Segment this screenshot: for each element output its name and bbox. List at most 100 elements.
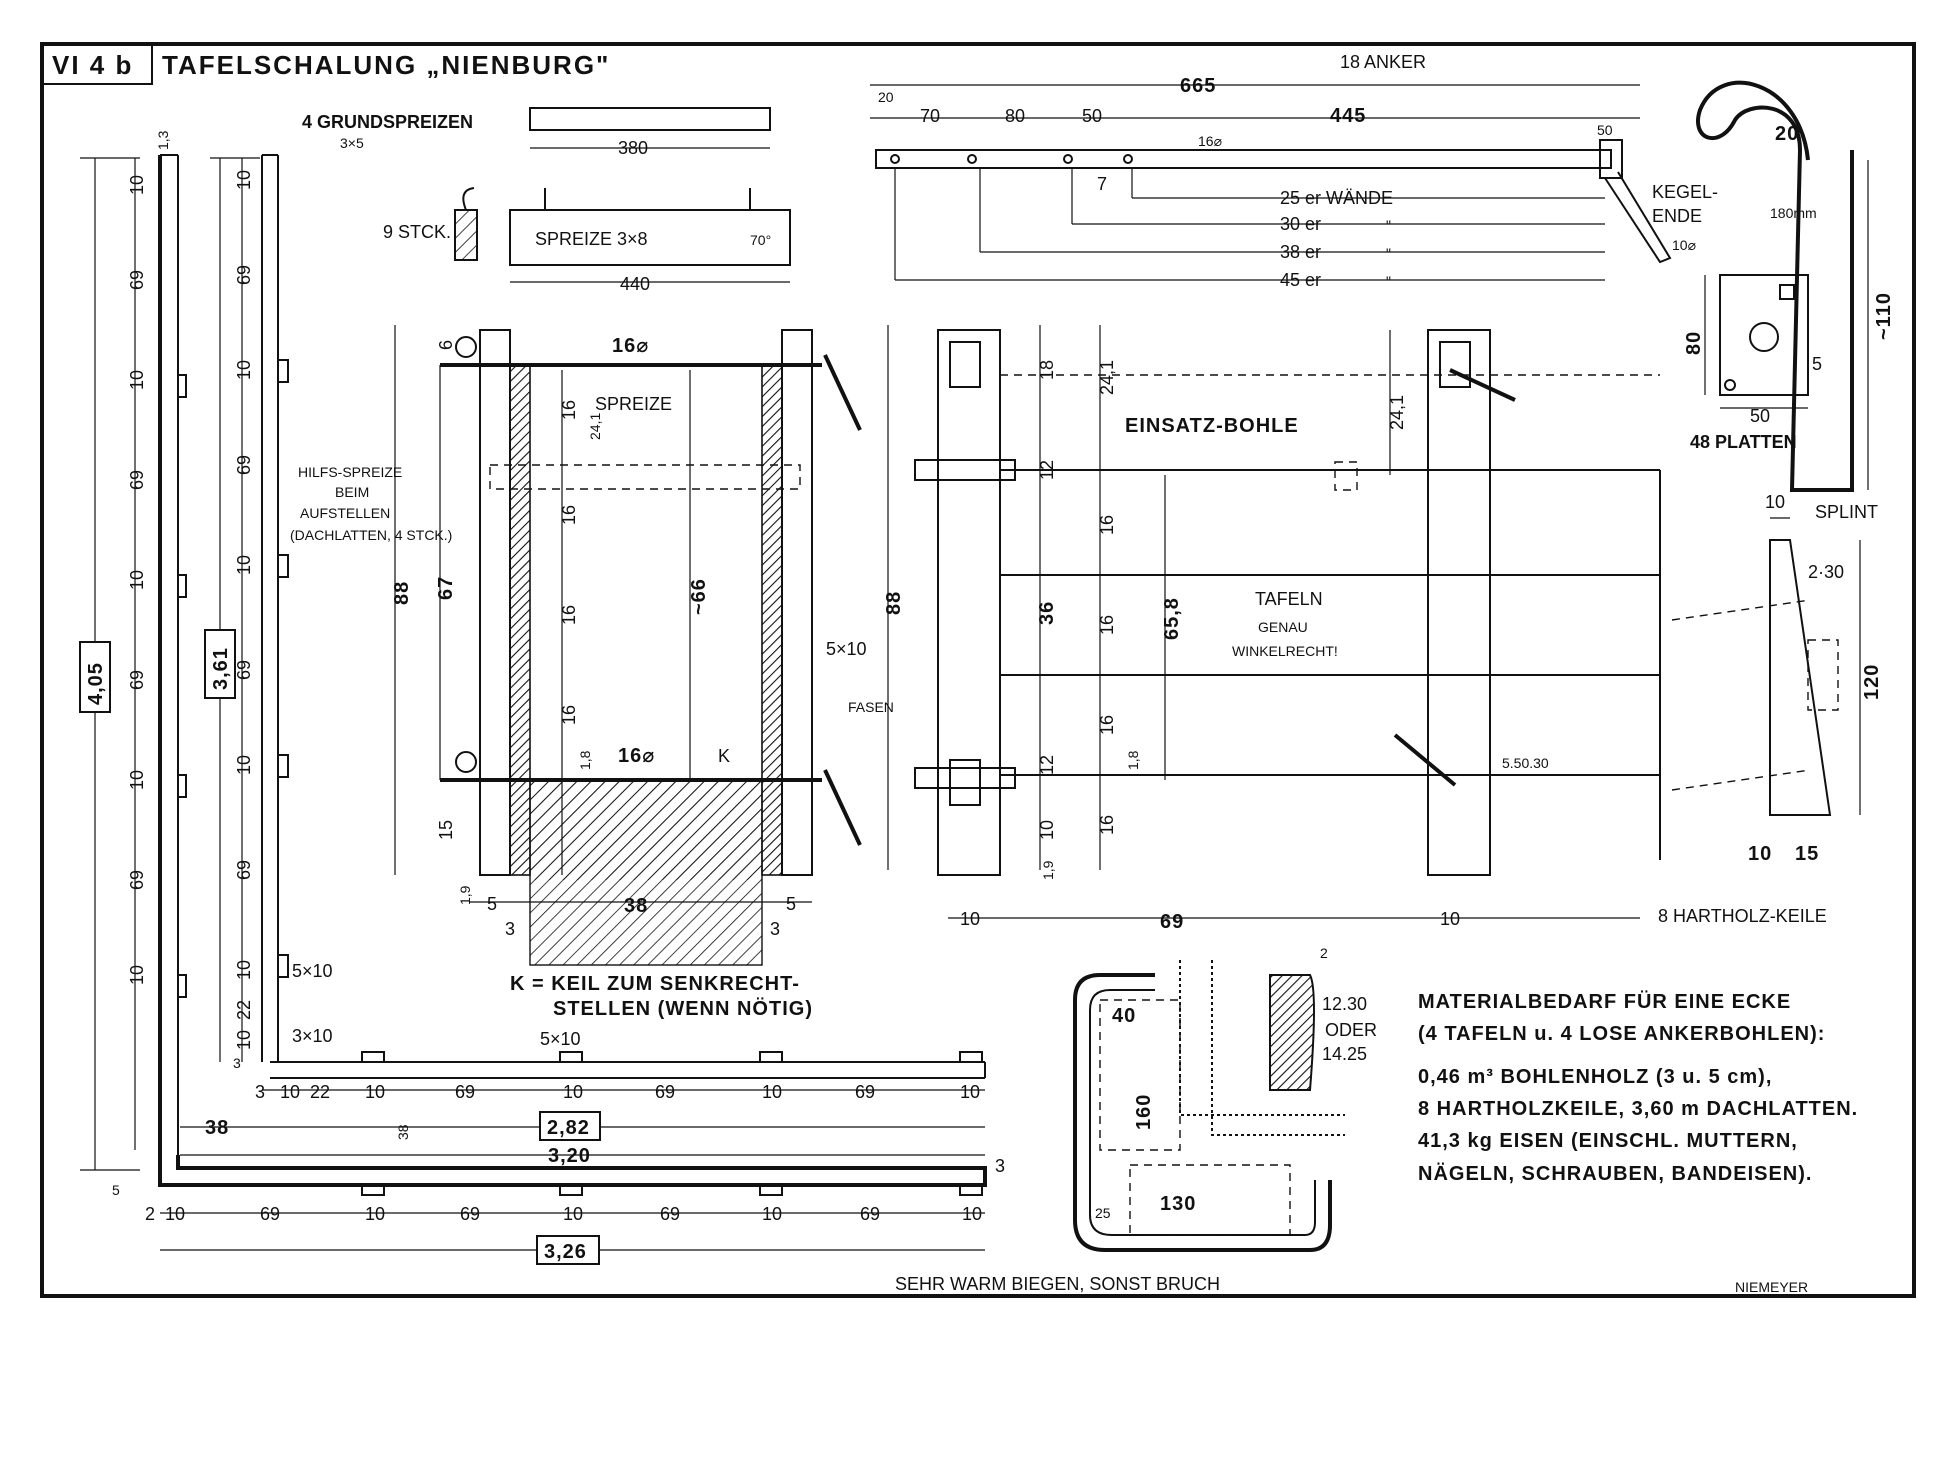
title-block: VI 4 b TAFELSCHALUNG „NIENBURG" [41,43,610,85]
wedge-height: 120 [1861,664,1883,700]
plan-326: 3,26 [544,1241,587,1263]
kegel-dia: 10⌀ [1672,237,1697,253]
left-seg-4: 10 [127,570,147,590]
side-h18b: 1,8 [1125,750,1141,770]
side-h36: 36 [1036,601,1058,625]
plan-r1-2: 22 [310,1082,330,1102]
ende-label: ENDE [1652,206,1702,226]
side-h241a: 24,1 [1097,360,1117,395]
plan-r2-7: 10 [762,1204,782,1224]
front-w3l: 3 [505,919,515,939]
grundspreizen-length: 380 [618,138,648,158]
bend-d2: 2 [1320,945,1328,961]
side-view: EINSATZ-BOHLE TAFELN GENAU WINKELRECHT! … [848,325,1661,933]
second-panel-3x10: 3×10 [292,1026,333,1046]
tafeln-2: GENAU [1258,619,1308,635]
left-seg-3: 69 [127,470,147,490]
side-h12: 12 [1037,460,1057,480]
plan-r2-9: 10 [962,1204,982,1224]
side-h16b: 16 [1097,615,1117,635]
side-h241b: 24,1 [1387,395,1407,430]
grundspreizen-label: 4 GRUNDSPREIZEN [302,112,473,132]
hilfs-3: AUFSTELLEN [300,505,390,521]
plan-r2-6: 69 [660,1204,680,1224]
fasen-label: FASEN [848,699,894,715]
bend-oder: ODER [1325,1020,1377,1040]
sec-seg-5: 69 [234,660,254,680]
anchor-d50: 50 [1082,106,1102,126]
plan-r2-0: 2 [145,1204,155,1224]
anchor-rod-detail: 18 ANKER 665 20 70 80 50 445 50 16⌀ 7 25… [870,52,1718,290]
anchor-start: 20 [878,89,894,105]
anchor-total: 665 [1180,75,1216,97]
plan-view: 5×10 3 10 22 10 69 10 69 10 69 10 38 2,8… [112,1029,1005,1265]
front-w5l: 5 [487,894,497,914]
plan-r2-8: 69 [860,1204,880,1224]
sec-seg-7: 69 [234,860,254,880]
einsatz-label: EINSATZ-BOHLE [1125,415,1299,437]
bend-1425: 14.25 [1322,1044,1367,1064]
anchor-wall-30: 30 er [1280,214,1321,234]
side-d10b: 10 [1440,909,1460,929]
left-seg-2: 10 [127,370,147,390]
keil-line-2: STELLEN (WENN NÖTIG) [553,997,813,1020]
front-side: 5×10 [826,639,867,659]
front-h67: 67 [435,576,457,600]
ditto-3: " [1386,273,1391,289]
front-h241: 24,1 [587,413,603,440]
kegel-label: KEGEL- [1652,182,1718,202]
spreize-angle: 70° [750,232,771,248]
wedge-detail: 10 2·30 120 10 15 8 HARTHOLZ-KEILE [1658,492,1883,926]
side-d10a: 10 [960,909,980,929]
front-w38: 38 [624,895,648,917]
plate-height: 80 [1683,331,1705,355]
spreize-length: 440 [620,274,650,294]
plan-r1-3: 10 [365,1082,385,1102]
side-d69: 69 [1160,911,1184,933]
front-spreize: SPREIZE [595,394,672,414]
front-h18: 1,8 [577,750,593,770]
left-seg-7: 69 [127,870,147,890]
signature: NIEMEYER [1735,1279,1808,1295]
hilfs-1: HILFS-SPREIZE [298,464,402,480]
hilfs-2: BEIM [335,484,369,500]
anchor-d70: 70 [920,106,940,126]
plan-r1-7: 10 [762,1082,782,1102]
bend-d130: 130 [1160,1193,1196,1215]
plan-38: 38 [205,1117,229,1139]
side-h16c: 16 [1097,715,1117,735]
front-h16c: 16 [559,605,579,625]
left-panel-elevation: 4,05 1,3 10 69 10 69 10 69 10 69 10 [79,130,187,1171]
plan-r1-6: 69 [655,1082,675,1102]
plan-5: 5 [112,1182,120,1198]
sec-seg-1: 69 [234,265,254,285]
bend-d25: 25 [1095,1205,1111,1221]
wedge-b2: 15 [1795,843,1819,865]
ditto-2: " [1386,245,1391,261]
front-k: K [718,746,730,766]
material-line-5: 41,3 kg EISEN (EINSCHL. MUTTERN, [1418,1130,1798,1152]
anchor-gap: 7 [1097,174,1107,194]
front-h15: 15 [436,820,456,840]
plate-thickness: 5 [1812,354,1822,374]
spreize-label: SPREIZE 3×8 [535,229,648,249]
plan-320: 3,20 [548,1145,591,1167]
tafeln-3: WINKELRECHT! [1232,643,1338,659]
grundspreizen-size: 3×5 [340,135,364,151]
side-h10: 10 [1037,820,1057,840]
material-line-1: MATERIALBEDARF FÜR EINE ECKE [1418,990,1791,1013]
stck-label: 9 STCK. [383,222,451,242]
front-w3r: 3 [770,919,780,939]
plan-r1-1: 10 [280,1082,300,1102]
front-w5r: 5 [786,894,796,914]
drawing-title: TAFELSCHALUNG „NIENBURG" [162,50,610,80]
plate-label: 48 PLATTEN [1690,432,1797,452]
side-h19: 1,9 [1040,860,1056,880]
plan-3: 3 [995,1156,1005,1176]
sec-seg-0: 10 [234,170,254,190]
left-seg-8: 10 [127,965,147,985]
wedge-b1: 10 [1748,843,1772,865]
front-dia-bot: 16⌀ [618,745,655,767]
splint-radius: 20 [1775,123,1799,145]
